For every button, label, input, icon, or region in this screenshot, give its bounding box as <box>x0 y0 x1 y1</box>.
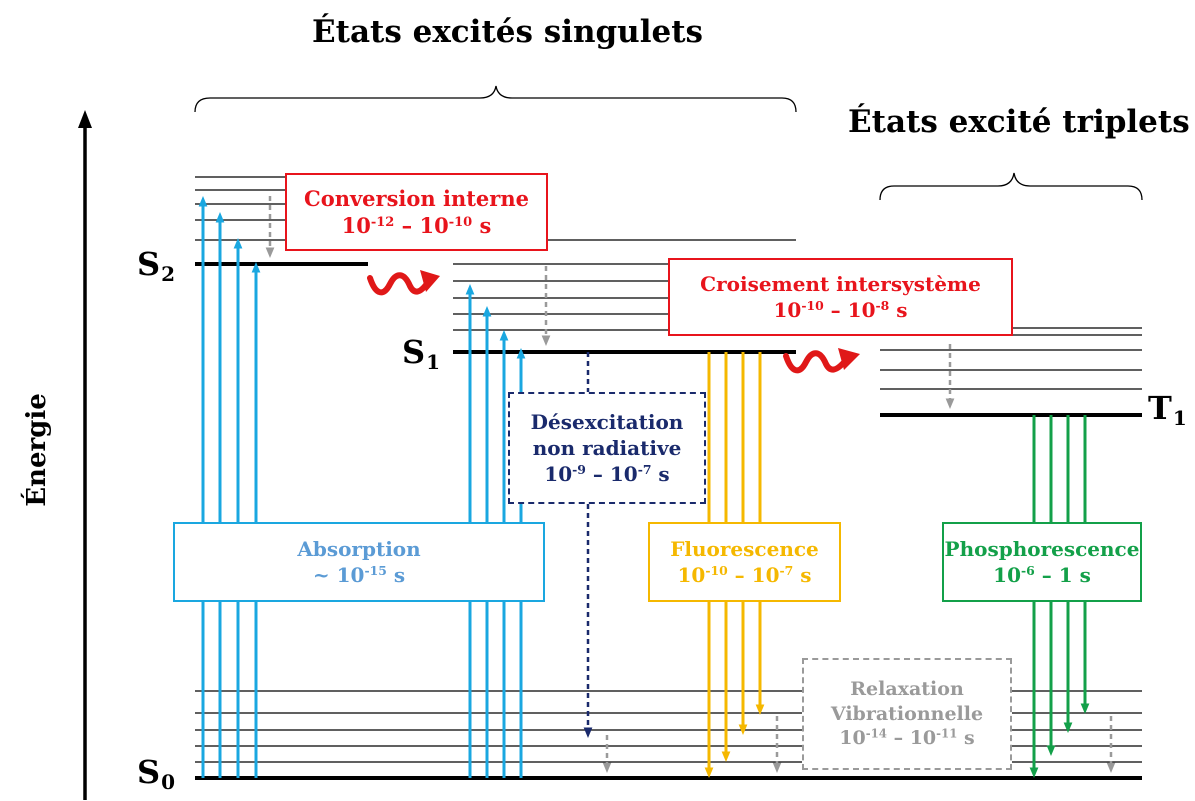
vibrational-relaxation-box: Relaxation Vibrationnelle 10-14 – 10-11 … <box>802 658 1012 770</box>
phosphorescence-arrow-head <box>1029 767 1039 778</box>
state-label-s1: S1 <box>402 336 440 372</box>
absorption-box: Absorption ~ 10-15 s <box>173 522 545 602</box>
triplet-states-title: États excité triplets <box>848 104 1190 140</box>
state-subscript: 2 <box>161 262 176 286</box>
phosphorescence-arrow-head <box>1080 703 1090 714</box>
internal-conversion-box: Conversion interne 10-12 – 10-10 s <box>285 173 548 251</box>
absorption-arrow-head <box>482 306 492 317</box>
state-label-t1: T1 <box>1148 392 1187 428</box>
absorption-time: ~ 10-15 s <box>312 563 406 587</box>
state-letter: S <box>137 245 161 283</box>
squiggle-arrow-ic <box>367 270 440 296</box>
fluorescence-arrow-head <box>721 751 731 762</box>
intersystem-crossing-label: Croisement intersystème <box>700 272 981 296</box>
vibrational-relaxation-arrow-head <box>945 398 955 409</box>
state-label-s2: S2 <box>137 248 175 284</box>
vibrational-relaxation-arrow-head <box>541 335 551 346</box>
squiggle-arrow-isc <box>783 348 860 374</box>
absorption-arrow-head <box>465 284 475 295</box>
phosphorescence-arrow-head <box>1046 745 1056 756</box>
fluorescence-arrow-head <box>755 704 765 715</box>
phosphorescence-label: Phosphorescence <box>944 537 1140 561</box>
phosphorescence-box: Phosphorescence 10-6 – 1 s <box>942 522 1142 602</box>
absorption-arrow-head <box>516 348 526 359</box>
state-letter: S <box>137 753 161 791</box>
energy-axis-arrowhead <box>78 110 92 128</box>
non-radiative-box: Désexcitation non radiative 10-9 – 10-7 … <box>508 392 706 504</box>
fluorescence-box: Fluorescence 10-10 – 10-7 s <box>648 522 841 602</box>
non-radiative-time: 10-9 – 10-7 s <box>544 462 670 486</box>
state-subscript: 1 <box>426 350 441 374</box>
energy-axis-label-text: Énergie <box>22 393 52 507</box>
internal-conversion-label: Conversion interne <box>303 185 529 211</box>
vibrational-relaxation-arrow-head <box>265 247 275 258</box>
fluorescence-time: 10-10 – 10-7 s <box>677 563 812 587</box>
vibrational-relaxation-arrow-head <box>602 762 612 773</box>
non-radiative-label-1: Désexcitation <box>530 410 684 434</box>
state-letter: S <box>402 333 426 371</box>
singlet-states-title: États excités singulets <box>312 14 703 50</box>
vibrational-relaxation-arrow-head <box>772 762 782 773</box>
vibrational-relaxation-label-1: Relaxation <box>850 677 964 700</box>
intersystem-crossing-time: 10-10 – 10-8 s <box>773 298 908 322</box>
absorption-label: Absorption <box>297 537 421 561</box>
vibrational-relaxation-time: 10-14 – 10-11 s <box>839 726 975 750</box>
phosphorescence-arrow-head <box>1063 722 1073 733</box>
intersystem-crossing-box: Croisement intersystème 10-10 – 10-8 s <box>668 258 1013 336</box>
singlet-bracket <box>194 85 797 113</box>
absorption-arrow-head <box>251 262 261 273</box>
absorption-arrow-head <box>233 238 243 249</box>
absorption-arrow-head <box>215 212 225 223</box>
state-letter: T <box>1148 389 1172 427</box>
state-label-s0: S0 <box>137 756 175 792</box>
fluorescence-arrow-head <box>738 724 748 735</box>
non-radiative-label-2: non radiative <box>532 436 682 460</box>
absorption-arrow-head <box>499 330 509 341</box>
state-subscript: 1 <box>1172 406 1187 430</box>
vibrational-relaxation-label-2: Vibrationnelle <box>830 702 984 725</box>
internal-conversion-time: 10-12 – 10-10 s <box>341 213 492 238</box>
state-subscript: 0 <box>161 770 176 794</box>
phosphorescence-time: 10-6 – 1 s <box>993 563 1091 587</box>
triplet-bracket <box>879 172 1143 201</box>
absorption-arrow-head <box>198 196 208 207</box>
fluorescence-arrow-head <box>704 767 714 778</box>
non-radiative-arrow-head <box>583 727 593 738</box>
vibrational-relaxation-arrow-head <box>1106 762 1116 773</box>
fluorescence-label: Fluorescence <box>670 537 819 561</box>
